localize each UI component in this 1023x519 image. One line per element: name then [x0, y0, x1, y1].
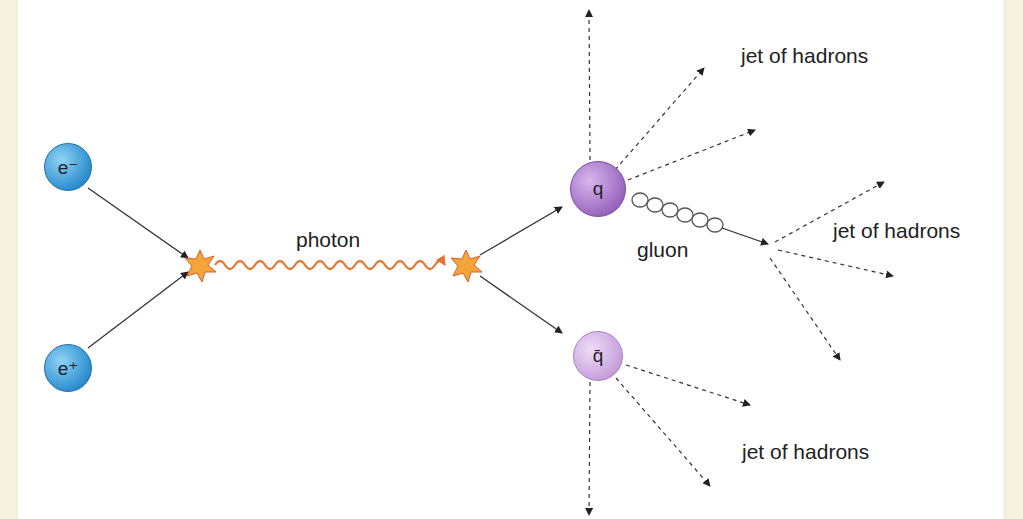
- vertex-stars: [185, 250, 482, 282]
- particle-circle: e⁺: [44, 344, 92, 392]
- particle-symbol: e⁺: [58, 357, 79, 380]
- hadron-jets: [589, 10, 893, 515]
- particle-circle: q̄: [573, 331, 623, 381]
- particle-circle: q: [570, 161, 626, 217]
- diagram-label: gluon: [637, 238, 688, 262]
- photon-wave: [215, 261, 445, 269]
- diagram-label: jet of hadrons: [833, 219, 960, 243]
- diagram-label: jet of hadrons: [742, 440, 869, 464]
- diagram-label: photon: [296, 228, 360, 252]
- particle-symbol: q: [593, 178, 604, 200]
- gluon-coil: [632, 193, 768, 244]
- particle-symbol: e⁻: [58, 156, 79, 179]
- particle-symbol: q̄: [593, 345, 604, 367]
- particle-arrows: [88, 188, 562, 348]
- particle-circle: e⁻: [44, 143, 92, 191]
- diagram-label: jet of hadrons: [741, 44, 868, 68]
